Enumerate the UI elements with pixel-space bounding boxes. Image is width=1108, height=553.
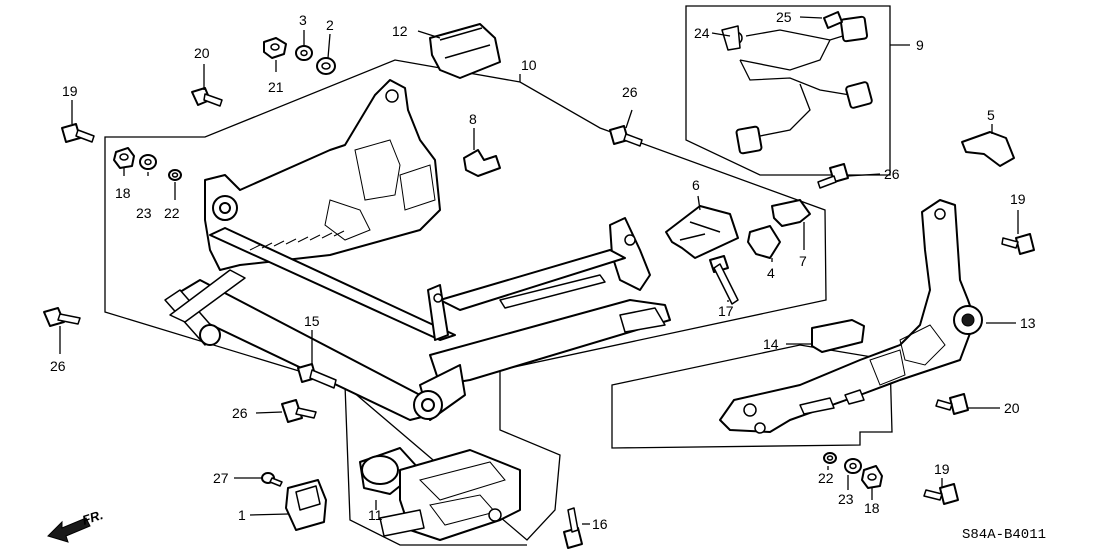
callout-20-right: 20 bbox=[1004, 400, 1020, 416]
callout-6: 6 bbox=[692, 177, 700, 193]
callout-25: 25 bbox=[776, 9, 792, 25]
part-12-cover bbox=[429, 23, 501, 79]
callout-5: 5 bbox=[987, 107, 995, 123]
callout-4: 4 bbox=[767, 265, 775, 281]
part-1-switch bbox=[285, 479, 327, 531]
callout-18-left: 18 bbox=[115, 185, 131, 201]
wire-harness-group-outline bbox=[685, 5, 891, 176]
callout-22-left: 22 bbox=[164, 205, 180, 221]
part-6-cover bbox=[665, 205, 739, 259]
front-arrow-icon bbox=[47, 517, 91, 543]
part-13-recliner-assembly bbox=[719, 199, 983, 434]
part-22-washer-right bbox=[823, 452, 837, 464]
leader-lines bbox=[59, 16, 1019, 525]
callout-26-bottom: 26 bbox=[232, 405, 248, 421]
part-20-bolt-top bbox=[191, 87, 223, 107]
callout-3: 3 bbox=[299, 12, 307, 28]
callout-19-right: 19 bbox=[1010, 191, 1026, 207]
part-23-washer-left bbox=[139, 154, 157, 170]
part-16-bolt bbox=[563, 507, 583, 549]
callout-23-left: 23 bbox=[136, 205, 152, 221]
part-19-bolt-right bbox=[1001, 233, 1035, 255]
part-2-nut bbox=[316, 57, 336, 75]
part-18-nut-right bbox=[861, 465, 883, 489]
callout-13: 13 bbox=[1020, 315, 1036, 331]
part-19-bolt-bottom bbox=[923, 483, 959, 505]
part-4-clip bbox=[747, 225, 781, 259]
callout-26-left: 26 bbox=[50, 358, 66, 374]
part-17-pin bbox=[709, 255, 739, 305]
part-21-nut bbox=[263, 37, 287, 59]
part-14-knob bbox=[811, 319, 865, 353]
part-7-clip bbox=[771, 199, 811, 227]
diagram-code: S84A-B4011 bbox=[962, 527, 1046, 543]
callout-20-top: 20 bbox=[194, 45, 210, 61]
part-26-bolt-bottom bbox=[281, 399, 317, 423]
part-26-bolt-right bbox=[817, 163, 849, 189]
callout-27: 27 bbox=[213, 470, 229, 486]
callout-26-right: 26 bbox=[884, 166, 900, 182]
callout-12: 12 bbox=[392, 23, 408, 39]
callout-9: 9 bbox=[916, 37, 924, 53]
callout-2: 2 bbox=[326, 17, 334, 33]
front-direction-indicator: FR. bbox=[47, 507, 105, 543]
callout-16: 16 bbox=[592, 516, 608, 532]
part-22-washer-left bbox=[168, 169, 182, 181]
callout-labels: 20 3 2 12 10 24 25 9 21 19 26 8 5 18 23 … bbox=[50, 9, 1036, 532]
callout-21: 21 bbox=[268, 79, 284, 95]
part-19-bolt-left bbox=[61, 123, 95, 143]
part-9-wire-harness bbox=[721, 11, 873, 155]
callout-17: 17 bbox=[718, 303, 734, 319]
seat-track-frame bbox=[164, 79, 671, 421]
part-23-washer-right bbox=[844, 458, 862, 474]
motor-group-outline bbox=[344, 384, 527, 546]
callout-1: 1 bbox=[238, 507, 246, 523]
callout-22-right: 22 bbox=[818, 470, 834, 486]
part-15-bolt bbox=[297, 363, 337, 389]
callout-24: 24 bbox=[694, 25, 710, 41]
part-20-bolt-right bbox=[935, 393, 969, 415]
callout-15: 15 bbox=[304, 313, 320, 329]
callout-11: 11 bbox=[368, 507, 383, 523]
part-18-nut-left bbox=[113, 147, 135, 169]
part-26-bolt-left bbox=[43, 307, 81, 327]
callout-10: 10 bbox=[521, 57, 537, 73]
callout-14: 14 bbox=[763, 336, 779, 352]
callout-8: 8 bbox=[469, 111, 477, 127]
part-5-clip bbox=[961, 131, 1015, 167]
callout-19-left: 19 bbox=[62, 83, 78, 99]
callout-7: 7 bbox=[799, 253, 807, 269]
callout-26-top: 26 bbox=[622, 84, 638, 100]
callout-19-bottom: 19 bbox=[934, 461, 950, 477]
part-3-washer bbox=[295, 45, 313, 61]
part-26-bolt-top bbox=[609, 125, 643, 147]
part-8-clip bbox=[463, 149, 501, 177]
callout-18-right: 18 bbox=[864, 500, 880, 516]
part-27-screw bbox=[261, 472, 283, 487]
front-indicator-label: FR. bbox=[80, 507, 105, 528]
callout-23-right: 23 bbox=[838, 491, 854, 507]
part-11-motor bbox=[359, 447, 521, 541]
